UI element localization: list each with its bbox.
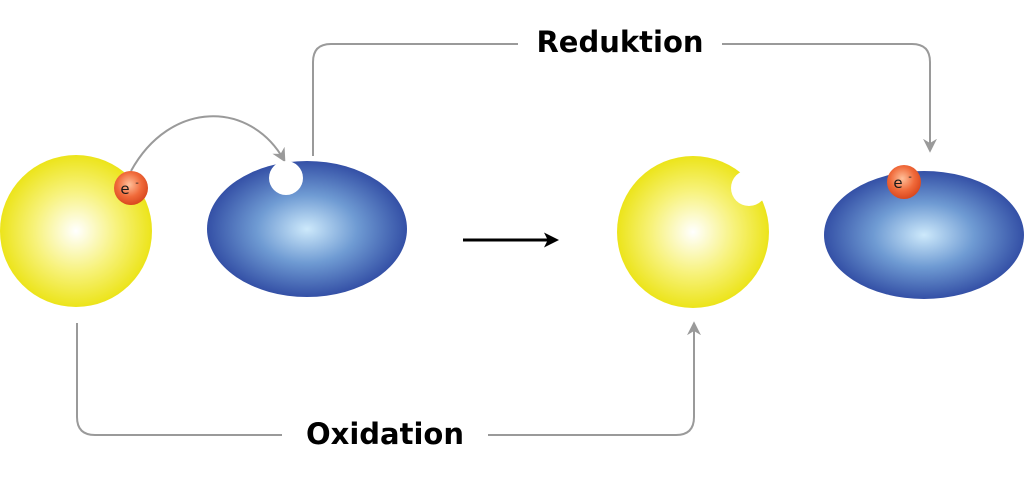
- oxidation-label: Oxidation: [306, 417, 464, 451]
- svg-text:e: e: [893, 174, 902, 192]
- reduction-flow-line-left: [312, 43, 518, 156]
- acceptor-ellipse-left: [207, 161, 407, 297]
- acceptor-notch-left: [269, 161, 303, 195]
- oxidation-flow-arrow-right: [488, 321, 701, 436]
- oxidized-notch-right: [731, 170, 767, 206]
- svg-text:-: -: [908, 172, 912, 183]
- reduction-flow-arrow-right: [722, 43, 937, 153]
- reduction-label: Reduktion: [536, 25, 703, 59]
- reduced-ellipse-right: [824, 171, 1024, 299]
- electron-transfer-arrow: [130, 115, 286, 172]
- electron-right: e -: [887, 165, 921, 199]
- svg-text:-: -: [135, 178, 139, 189]
- svg-text:e: e: [120, 180, 129, 198]
- electron-left: e -: [114, 171, 148, 205]
- donor-sphere-left: [0, 155, 152, 307]
- oxidized-sphere-right: [617, 156, 769, 308]
- oxidation-flow-line-left: [76, 323, 282, 436]
